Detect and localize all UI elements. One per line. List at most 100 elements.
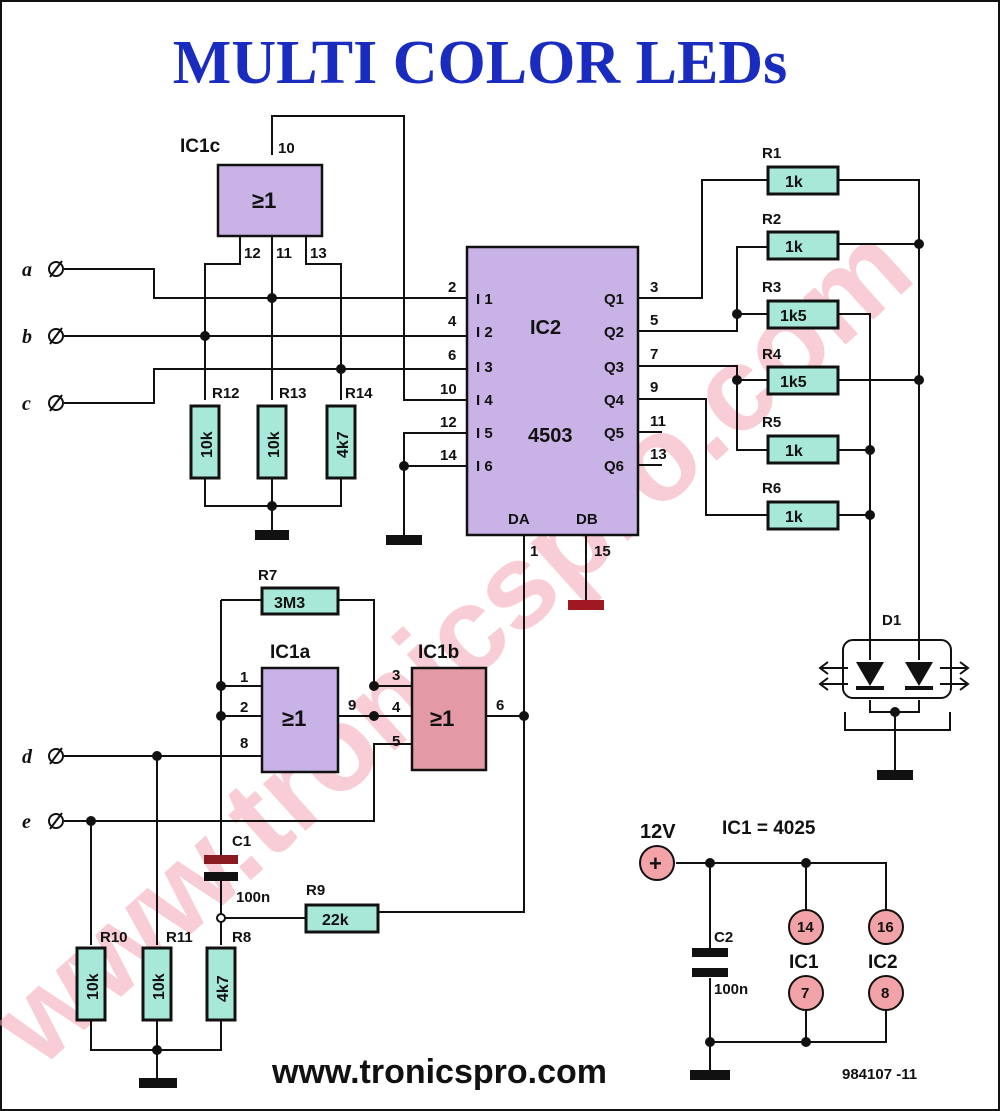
svg-text:R9: R9 (306, 882, 325, 899)
c2-value: 100n (714, 981, 748, 998)
input-e-label: e (22, 811, 31, 833)
svg-text:R1: R1 (762, 145, 781, 162)
ic2-pin-number: 4 (448, 313, 457, 330)
svg-text:22k: 22k (322, 912, 349, 929)
power-section: + 12V IC1 = 4025 C2 100n 14 16 IC1 IC2 7… (639, 818, 904, 1011)
website-footer: www.tronicspro.com (272, 1053, 608, 1091)
ic1a-gate: ≥1 IC1a 1 2 8 9 (240, 642, 356, 774)
ic1c-pin: 10 (278, 140, 295, 157)
ic2-pin-number: 3 (650, 279, 658, 296)
svg-text:R14: R14 (345, 385, 373, 402)
ic2-input-label: I 6 (476, 458, 493, 475)
plus-terminal: + (649, 851, 662, 876)
wires (64, 115, 951, 1078)
svg-text:R13: R13 (279, 385, 307, 402)
resistor-r9: 22k R9 (304, 882, 380, 934)
ic2-type: 4503 (528, 425, 573, 447)
c2-name: C2 (714, 929, 733, 946)
ic2-pin-number: 10 (440, 381, 457, 398)
input-a-label: a (22, 259, 32, 281)
svg-text:R6: R6 (762, 480, 781, 497)
svg-text:3M3: 3M3 (274, 595, 305, 612)
svg-text:IC1b: IC1b (418, 642, 459, 663)
ic2-pin-number: 12 (440, 414, 457, 431)
svg-text:1k5: 1k5 (780, 374, 807, 391)
svg-text:3: 3 (392, 667, 400, 684)
ic1c-gate: ≥1 IC1c 10 12 11 13 (180, 136, 327, 262)
diagram-title: MULTI COLOR LEDs (172, 29, 788, 97)
ic2-chip: IC2 4503 I 1 I 2 I 3 I 4 I 5 I 6 Q1 Q2 Q… (440, 245, 667, 560)
ic2-pin-number: 7 (650, 346, 658, 363)
resistor-r6: 1k R6 (762, 480, 840, 531)
svg-text:10k: 10k (199, 431, 216, 458)
svg-text:R4: R4 (762, 346, 782, 363)
supply-voltage: 12V (640, 821, 676, 843)
svg-text:9: 9 (348, 697, 356, 714)
ic2-output-label: Q3 (604, 359, 624, 376)
ic2-da-label: DA (508, 511, 530, 528)
svg-text:IC2: IC2 (868, 952, 898, 973)
resistor-r3: 1k5 R3 (762, 279, 840, 330)
ic2-db-label: DB (576, 511, 598, 528)
svg-text:4: 4 (392, 699, 401, 716)
svg-text:R11: R11 (166, 929, 193, 946)
input-b-label: b (22, 326, 32, 348)
ic2-output-label: Q4 (604, 392, 625, 409)
ic1c-pin: 13 (310, 245, 327, 262)
svg-text:10k: 10k (266, 431, 283, 458)
ic1b-gate: ≥1 IC1b 3 4 5 6 (392, 642, 504, 772)
svg-text:2: 2 (240, 699, 248, 716)
svg-text:≥1: ≥1 (282, 706, 306, 731)
ic2-input-label: I 4 (476, 392, 493, 409)
ic2-output-label: Q1 (604, 291, 624, 308)
svg-text:IC1a: IC1a (270, 642, 311, 663)
led-d1: D1 (818, 612, 970, 699)
ic2-pin-number: 11 (650, 413, 666, 430)
svg-text:D1: D1 (882, 612, 901, 629)
svg-text:7: 7 (801, 985, 809, 1002)
input-d-label: d (22, 746, 33, 768)
reference-number: 984107 -11 (842, 1066, 918, 1083)
ic2-output-label: Q6 (604, 458, 624, 475)
resistor-r7: 3M3 R7 (258, 567, 340, 616)
ic2-pin-number: 9 (650, 379, 658, 396)
ic1c-symbol: ≥1 (252, 188, 276, 213)
ground-symbols (139, 530, 913, 1088)
svg-text:1k: 1k (785, 239, 803, 256)
svg-text:1: 1 (240, 669, 248, 686)
svg-text:R2: R2 (762, 211, 781, 228)
input-c-label: c (22, 393, 31, 415)
svg-text:10k: 10k (151, 973, 168, 1000)
svg-text:R12: R12 (212, 385, 240, 402)
ic2-pin-number: 14 (440, 447, 457, 464)
svg-text:C1: C1 (232, 833, 251, 850)
resistor-r1: 1k R1 (762, 145, 840, 196)
ic1c-pin: 11 (276, 245, 292, 262)
resistor-r12: 10k R12 (189, 385, 240, 480)
svg-text:R5: R5 (762, 414, 781, 431)
svg-text:R10: R10 (100, 929, 128, 946)
ic2-input-label: I 5 (476, 425, 493, 442)
resistor-r10: 10k R10 (75, 929, 128, 1022)
svg-text:4k7: 4k7 (215, 975, 232, 1002)
ic2-input-label: I 3 (476, 359, 493, 376)
resistor-r14: 4k7 R14 (325, 385, 373, 480)
svg-text:10k: 10k (85, 973, 102, 1000)
junctions (86, 239, 924, 1055)
ic2-pin-number: 2 (448, 279, 456, 296)
resistor-r11: 10k R11 (141, 929, 193, 1022)
svg-text:1k: 1k (785, 443, 803, 460)
svg-text:R7: R7 (258, 567, 277, 584)
svg-text:R3: R3 (762, 279, 781, 296)
svg-text:R8: R8 (232, 929, 251, 946)
svg-text:4k7: 4k7 (335, 431, 352, 458)
svg-text:5: 5 (392, 733, 400, 750)
svg-text:IC1: IC1 (789, 952, 819, 973)
resistor-r4: 1k5 R4 (762, 346, 840, 396)
svg-text:1k: 1k (785, 509, 803, 526)
ic2-output-label: Q5 (604, 425, 624, 442)
input-terminals (48, 260, 64, 830)
svg-text:≥1: ≥1 (430, 706, 454, 731)
ic2-output-label: Q2 (604, 324, 624, 341)
